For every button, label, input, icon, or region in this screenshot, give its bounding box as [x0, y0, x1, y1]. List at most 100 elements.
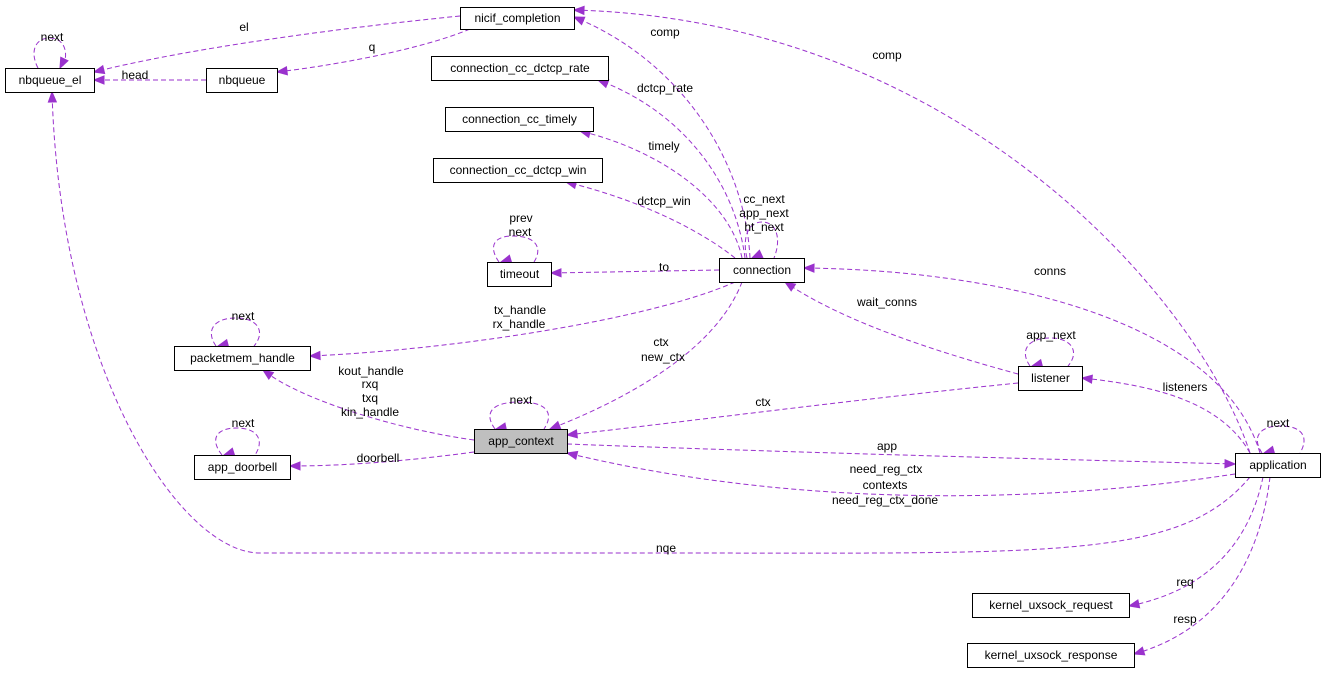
edge-line [489, 401, 549, 430]
edge-app_context-doorbell: doorbell [288, 451, 475, 471]
node-nicif-completion[interactable]: nicif_completion [460, 7, 575, 30]
edge-line [579, 130, 743, 259]
edge-packetmem_handle-next: next [211, 309, 260, 348]
edge-label: txq [362, 391, 378, 405]
edge-listener-wait_conns: wait_conns [783, 281, 1019, 375]
node-box [460, 7, 575, 30]
node-box [433, 158, 603, 183]
node-box [474, 429, 568, 454]
node-app-doorbell[interactable]: app_doorbell [194, 455, 291, 480]
edge-line [1133, 476, 1271, 655]
edge-label: to [659, 260, 669, 274]
edge-application-nqe: nqe [47, 90, 1251, 555]
node-cc-dctcp-win[interactable]: connection_cc_dctcp_win [433, 158, 603, 183]
edge-connection-dctcp_win: dctcp_win [564, 179, 736, 259]
node-packetmem-handle[interactable]: packetmem_handle [174, 346, 311, 371]
edge-label: kout_handle [338, 364, 404, 378]
arrowhead-icon [308, 350, 321, 361]
arrowhead-icon [565, 429, 578, 439]
node-label: nicif_completion [474, 11, 560, 25]
node-label: connection_cc_dctcp_rate [450, 61, 590, 75]
edge-label: next [510, 393, 533, 407]
arrowhead-icon [565, 450, 579, 461]
edge-label: app [877, 439, 897, 453]
edge-app_context-app: app [566, 439, 1237, 469]
edge-label: next [232, 309, 255, 323]
node-listener[interactable]: listener [1018, 366, 1083, 391]
edge-app_doorbell-next: next [215, 416, 260, 457]
edge-line [573, 16, 751, 259]
node-kernel-uxsock-request[interactable]: kernel_uxsock_request [972, 593, 1130, 618]
edge-label: conns [1034, 264, 1066, 278]
node-box [487, 262, 552, 287]
edge-label: cc_next [743, 192, 785, 206]
edge-label: comp [872, 48, 902, 62]
edge-line [276, 28, 471, 73]
arrowhead-icon [750, 249, 764, 259]
arrowhead-icon [572, 16, 586, 26]
edge-application-req: req [1127, 476, 1264, 609]
arrowhead-icon [1127, 599, 1141, 609]
node-cc-timely[interactable]: connection_cc_timely [445, 107, 594, 132]
edge-label: comp [650, 25, 680, 39]
arrowhead-icon [288, 461, 301, 471]
edge-line [566, 452, 1236, 497]
node-box [194, 455, 291, 480]
edge-listener-ctx: ctx [565, 382, 1019, 439]
edge-label: need_reg_ctx [850, 462, 923, 476]
edge-label: resp [1173, 612, 1197, 626]
edge-application-next: next [1257, 416, 1305, 455]
node-box [5, 68, 95, 93]
node-cc-dctcp-rate[interactable]: connection_cc_dctcp_rate [431, 56, 609, 81]
node-box [972, 593, 1130, 618]
arrowhead-icon [548, 420, 562, 430]
edge-line [549, 281, 743, 430]
node-app-context[interactable]: app_context [474, 429, 568, 454]
edge-application-resp: resp [1132, 476, 1271, 656]
arrowhead-icon [596, 79, 610, 89]
edge-line [566, 382, 1019, 436]
node-label: listener [1031, 371, 1070, 385]
node-label: app_doorbell [208, 460, 277, 474]
edge-nbqueue-head: head [92, 68, 206, 85]
edge-line [1025, 337, 1074, 367]
arrowhead-icon [92, 64, 106, 75]
edge-nicif_completion-el: el [92, 15, 461, 75]
arrowhead-icon [1224, 458, 1237, 469]
node-box [1018, 366, 1083, 391]
node-kernel-uxsock-response[interactable]: kernel_uxsock_response [967, 643, 1135, 668]
edge-line [1128, 476, 1264, 607]
edge-label: head [122, 68, 149, 82]
edge-label: tx_handle [494, 303, 546, 317]
edge-line [493, 235, 539, 263]
arrowhead-icon [572, 5, 585, 16]
arrowhead-icon [275, 66, 288, 76]
edge-line [1081, 377, 1251, 454]
edge-application-listeners: listeners [1080, 374, 1251, 454]
node-label: packetmem_handle [190, 351, 295, 365]
edge-label: rx_handle [493, 317, 546, 331]
node-nbqueue[interactable]: nbqueue [206, 68, 278, 93]
node-application[interactable]: application [1235, 453, 1321, 478]
edge-line [215, 427, 260, 456]
node-timeout[interactable]: timeout [487, 262, 552, 287]
edge-line [33, 37, 66, 69]
node-label: nbqueue_el [19, 73, 82, 87]
edge-listener-app_next: app_next [1025, 328, 1076, 368]
node-label: connection_cc_dctcp_win [450, 163, 587, 177]
edge-line [51, 91, 1251, 554]
arrowhead-icon [261, 369, 275, 380]
edge-label: kin_handle [341, 405, 399, 419]
edge-label: wait_conns [856, 295, 917, 309]
arrowhead-icon [802, 263, 815, 273]
edge-label: app_next [739, 206, 789, 220]
arrowhead-icon [549, 268, 562, 278]
node-box [719, 258, 805, 283]
node-connection[interactable]: connection [719, 258, 805, 283]
edge-connection-to: to [549, 260, 720, 278]
edge-label: ctx [755, 395, 770, 409]
node-nbqueue-el[interactable]: nbqueue_el [5, 68, 95, 93]
